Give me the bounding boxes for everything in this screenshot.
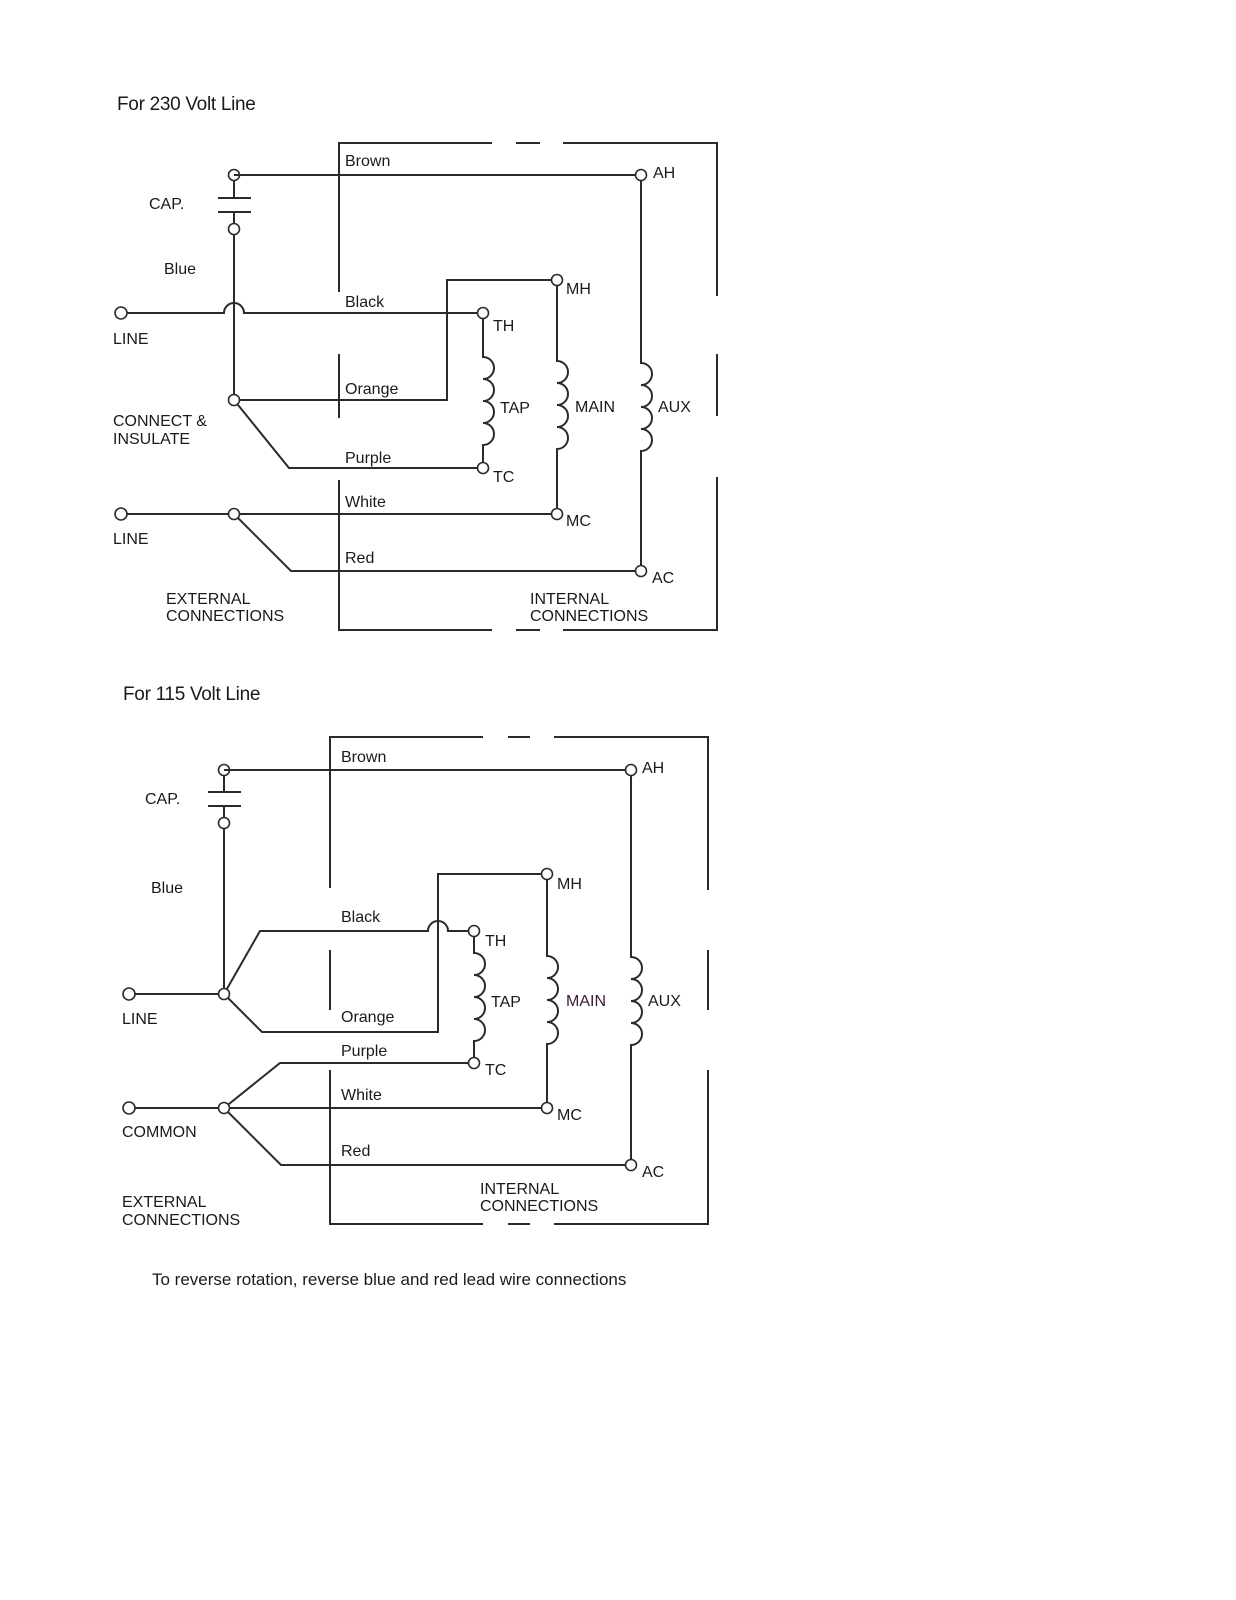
diagram-230v: For 230 Volt Line	[113, 94, 718, 631]
wire-orange-230v	[234, 279, 557, 401]
label-mh-115v: MH	[557, 876, 582, 893]
label-connect-insulate-1-230v: CONNECT &	[113, 413, 207, 430]
label-line2-230v: LINE	[113, 531, 149, 548]
label-ah-115v: AH	[642, 760, 664, 777]
label-black-230v: Black	[345, 294, 385, 311]
junction-line-115v	[217, 987, 231, 1001]
wire-black-115v	[223, 920, 474, 995]
junction-common-115v	[217, 1101, 231, 1115]
label-mh-230v: MH	[566, 281, 591, 298]
internal-box-115v	[329, 736, 709, 1225]
label-orange-115v: Orange	[341, 1009, 394, 1026]
label-cap-230v: CAP.	[149, 196, 184, 213]
aux-winding-115v	[624, 763, 643, 1172]
label-brown-115v: Brown	[341, 749, 386, 766]
label-internal-2-115v: CONNECTIONS	[480, 1198, 598, 1215]
label-external-2-230v: CONNECTIONS	[166, 608, 284, 625]
label-main-230v: MAIN	[575, 399, 615, 416]
internal-box-230v	[338, 142, 718, 631]
label-brown-230v: Brown	[345, 153, 390, 170]
label-cap-115v: CAP.	[145, 791, 180, 808]
diagram-115v: For 115 Volt Line	[122, 684, 709, 1229]
label-external-1-230v: EXTERNAL	[166, 591, 251, 608]
wire-purple-230v	[233, 399, 483, 469]
label-ac-115v: AC	[642, 1164, 664, 1181]
label-white-115v: White	[341, 1087, 382, 1104]
label-internal-1-230v: INTERNAL	[530, 591, 609, 608]
label-black-115v: Black	[341, 909, 381, 926]
label-mc-230v: MC	[566, 513, 591, 530]
junction-line2-230v	[227, 507, 241, 521]
terminal-line1-230v[interactable]	[114, 306, 128, 320]
label-aux-115v: AUX	[648, 993, 681, 1010]
diagram-115v-title: For 115 Volt Line	[123, 684, 260, 705]
wire-orange-115v	[223, 873, 547, 1033]
label-purple-230v: Purple	[345, 450, 391, 467]
label-tc-230v: TC	[493, 469, 514, 486]
capacitor-115v	[208, 763, 241, 830]
label-red-115v: Red	[341, 1143, 370, 1160]
diagram-230v-title: For 230 Volt Line	[117, 94, 256, 115]
main-winding-115v	[540, 867, 559, 1115]
label-tap-115v: TAP	[491, 994, 521, 1011]
label-blue-115v: Blue	[151, 880, 183, 897]
tap-winding-115v	[467, 924, 486, 1070]
label-common-115v: COMMON	[122, 1124, 197, 1141]
junction-connect-insulate-230v	[227, 393, 241, 407]
label-th-115v: TH	[485, 933, 506, 950]
label-purple-115v: Purple	[341, 1043, 387, 1060]
label-main-115v: MAIN	[566, 993, 606, 1010]
label-th-230v: TH	[493, 318, 514, 335]
label-blue-230v: Blue	[164, 261, 196, 278]
terminal-common-115v[interactable]	[122, 1101, 136, 1115]
terminal-line-115v[interactable]	[122, 987, 136, 1001]
label-white-230v: White	[345, 494, 386, 511]
wire-black-230v	[127, 302, 483, 314]
label-external-2-115v: CONNECTIONS	[122, 1212, 240, 1229]
label-orange-230v: Orange	[345, 381, 398, 398]
footnote-reverse-rotation: To reverse rotation, reverse blue and re…	[152, 1270, 626, 1289]
terminal-line2-230v[interactable]	[114, 507, 128, 521]
wire-red-115v	[223, 1107, 631, 1166]
label-internal-1-115v: INTERNAL	[480, 1181, 559, 1198]
label-mc-115v: MC	[557, 1107, 582, 1124]
label-ac-230v: AC	[652, 570, 674, 587]
label-external-1-115v: EXTERNAL	[122, 1194, 207, 1211]
label-ah-230v: AH	[653, 165, 675, 182]
label-tc-115v: TC	[485, 1062, 506, 1079]
wire-red-230v	[233, 513, 641, 572]
label-line-115v: LINE	[122, 1011, 158, 1028]
label-line1-230v: LINE	[113, 331, 149, 348]
label-internal-2-230v: CONNECTIONS	[530, 608, 648, 625]
label-red-230v: Red	[345, 550, 374, 567]
main-winding-230v	[550, 273, 569, 521]
tap-winding-230v	[476, 306, 495, 475]
label-connect-insulate-2-230v: INSULATE	[113, 431, 190, 448]
aux-winding-230v	[634, 168, 653, 578]
label-tap-230v: TAP	[500, 400, 530, 417]
label-aux-230v: AUX	[658, 399, 691, 416]
capacitor-230v	[218, 168, 251, 236]
wire-purple-115v	[223, 1062, 474, 1109]
